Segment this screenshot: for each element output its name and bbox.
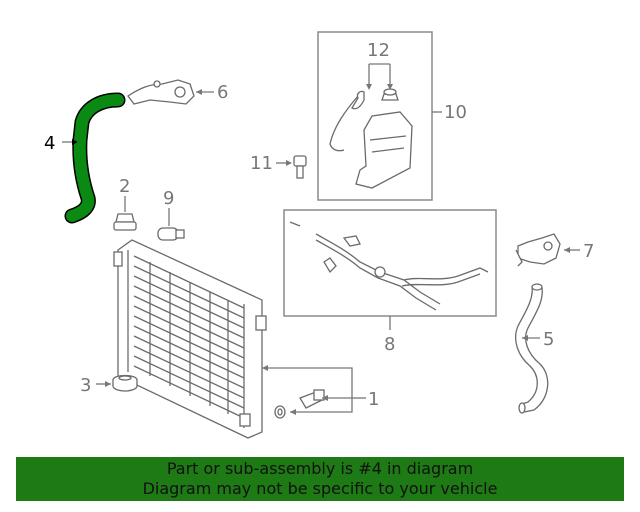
callout-1[interactable]: 1 bbox=[368, 389, 379, 410]
callout-5[interactable]: 5 bbox=[543, 329, 554, 350]
pipe-group-box bbox=[283, 209, 497, 317]
arrow-4 bbox=[72, 139, 78, 145]
radiator-core bbox=[113, 239, 267, 439]
callout-11[interactable]: 11 bbox=[250, 153, 273, 174]
callout-8[interactable]: 8 bbox=[384, 334, 395, 355]
arrow-6 bbox=[196, 89, 202, 95]
reservoir-group-box bbox=[317, 31, 433, 201]
callout-7[interactable]: 7 bbox=[583, 241, 594, 262]
banner-line-2: Diagram may not be specific to your vehi… bbox=[142, 479, 498, 498]
callout-3[interactable]: 3 bbox=[80, 375, 91, 396]
arrow-3 bbox=[105, 381, 111, 387]
radiator-hose-lower-part[interactable] bbox=[515, 283, 549, 414]
water-pipe-part[interactable] bbox=[289, 221, 489, 311]
bolt-part[interactable] bbox=[293, 155, 307, 179]
sensor-part[interactable] bbox=[157, 227, 185, 241]
water-inlet-part[interactable] bbox=[515, 233, 561, 267]
leader-1 bbox=[262, 367, 353, 413]
leader-12 bbox=[368, 63, 391, 88]
banner-line-1: Part or sub-assembly is #4 in diagram bbox=[166, 459, 474, 478]
diagram-notice-banner: Part or sub-assembly is #4 in diagram Di… bbox=[16, 457, 624, 501]
callout-12[interactable]: 12 bbox=[367, 40, 390, 61]
reservoir-tank-part[interactable] bbox=[329, 88, 413, 189]
callout-6[interactable]: 6 bbox=[217, 82, 228, 103]
callout-2[interactable]: 2 bbox=[119, 176, 130, 197]
callout-4[interactable]: 4 bbox=[44, 133, 55, 154]
drain-plug-part[interactable] bbox=[113, 213, 137, 231]
drain-cock-part[interactable] bbox=[274, 389, 325, 419]
parts-diagram: 4 6 2 9 bbox=[44, 31, 594, 439]
callout-10[interactable]: 10 bbox=[444, 102, 467, 123]
radiator-hose-upper-highlighted[interactable] bbox=[64, 92, 126, 224]
radiator-cap-part[interactable] bbox=[112, 374, 138, 392]
callout-9[interactable]: 9 bbox=[163, 188, 174, 209]
water-outlet-part[interactable] bbox=[127, 79, 195, 105]
